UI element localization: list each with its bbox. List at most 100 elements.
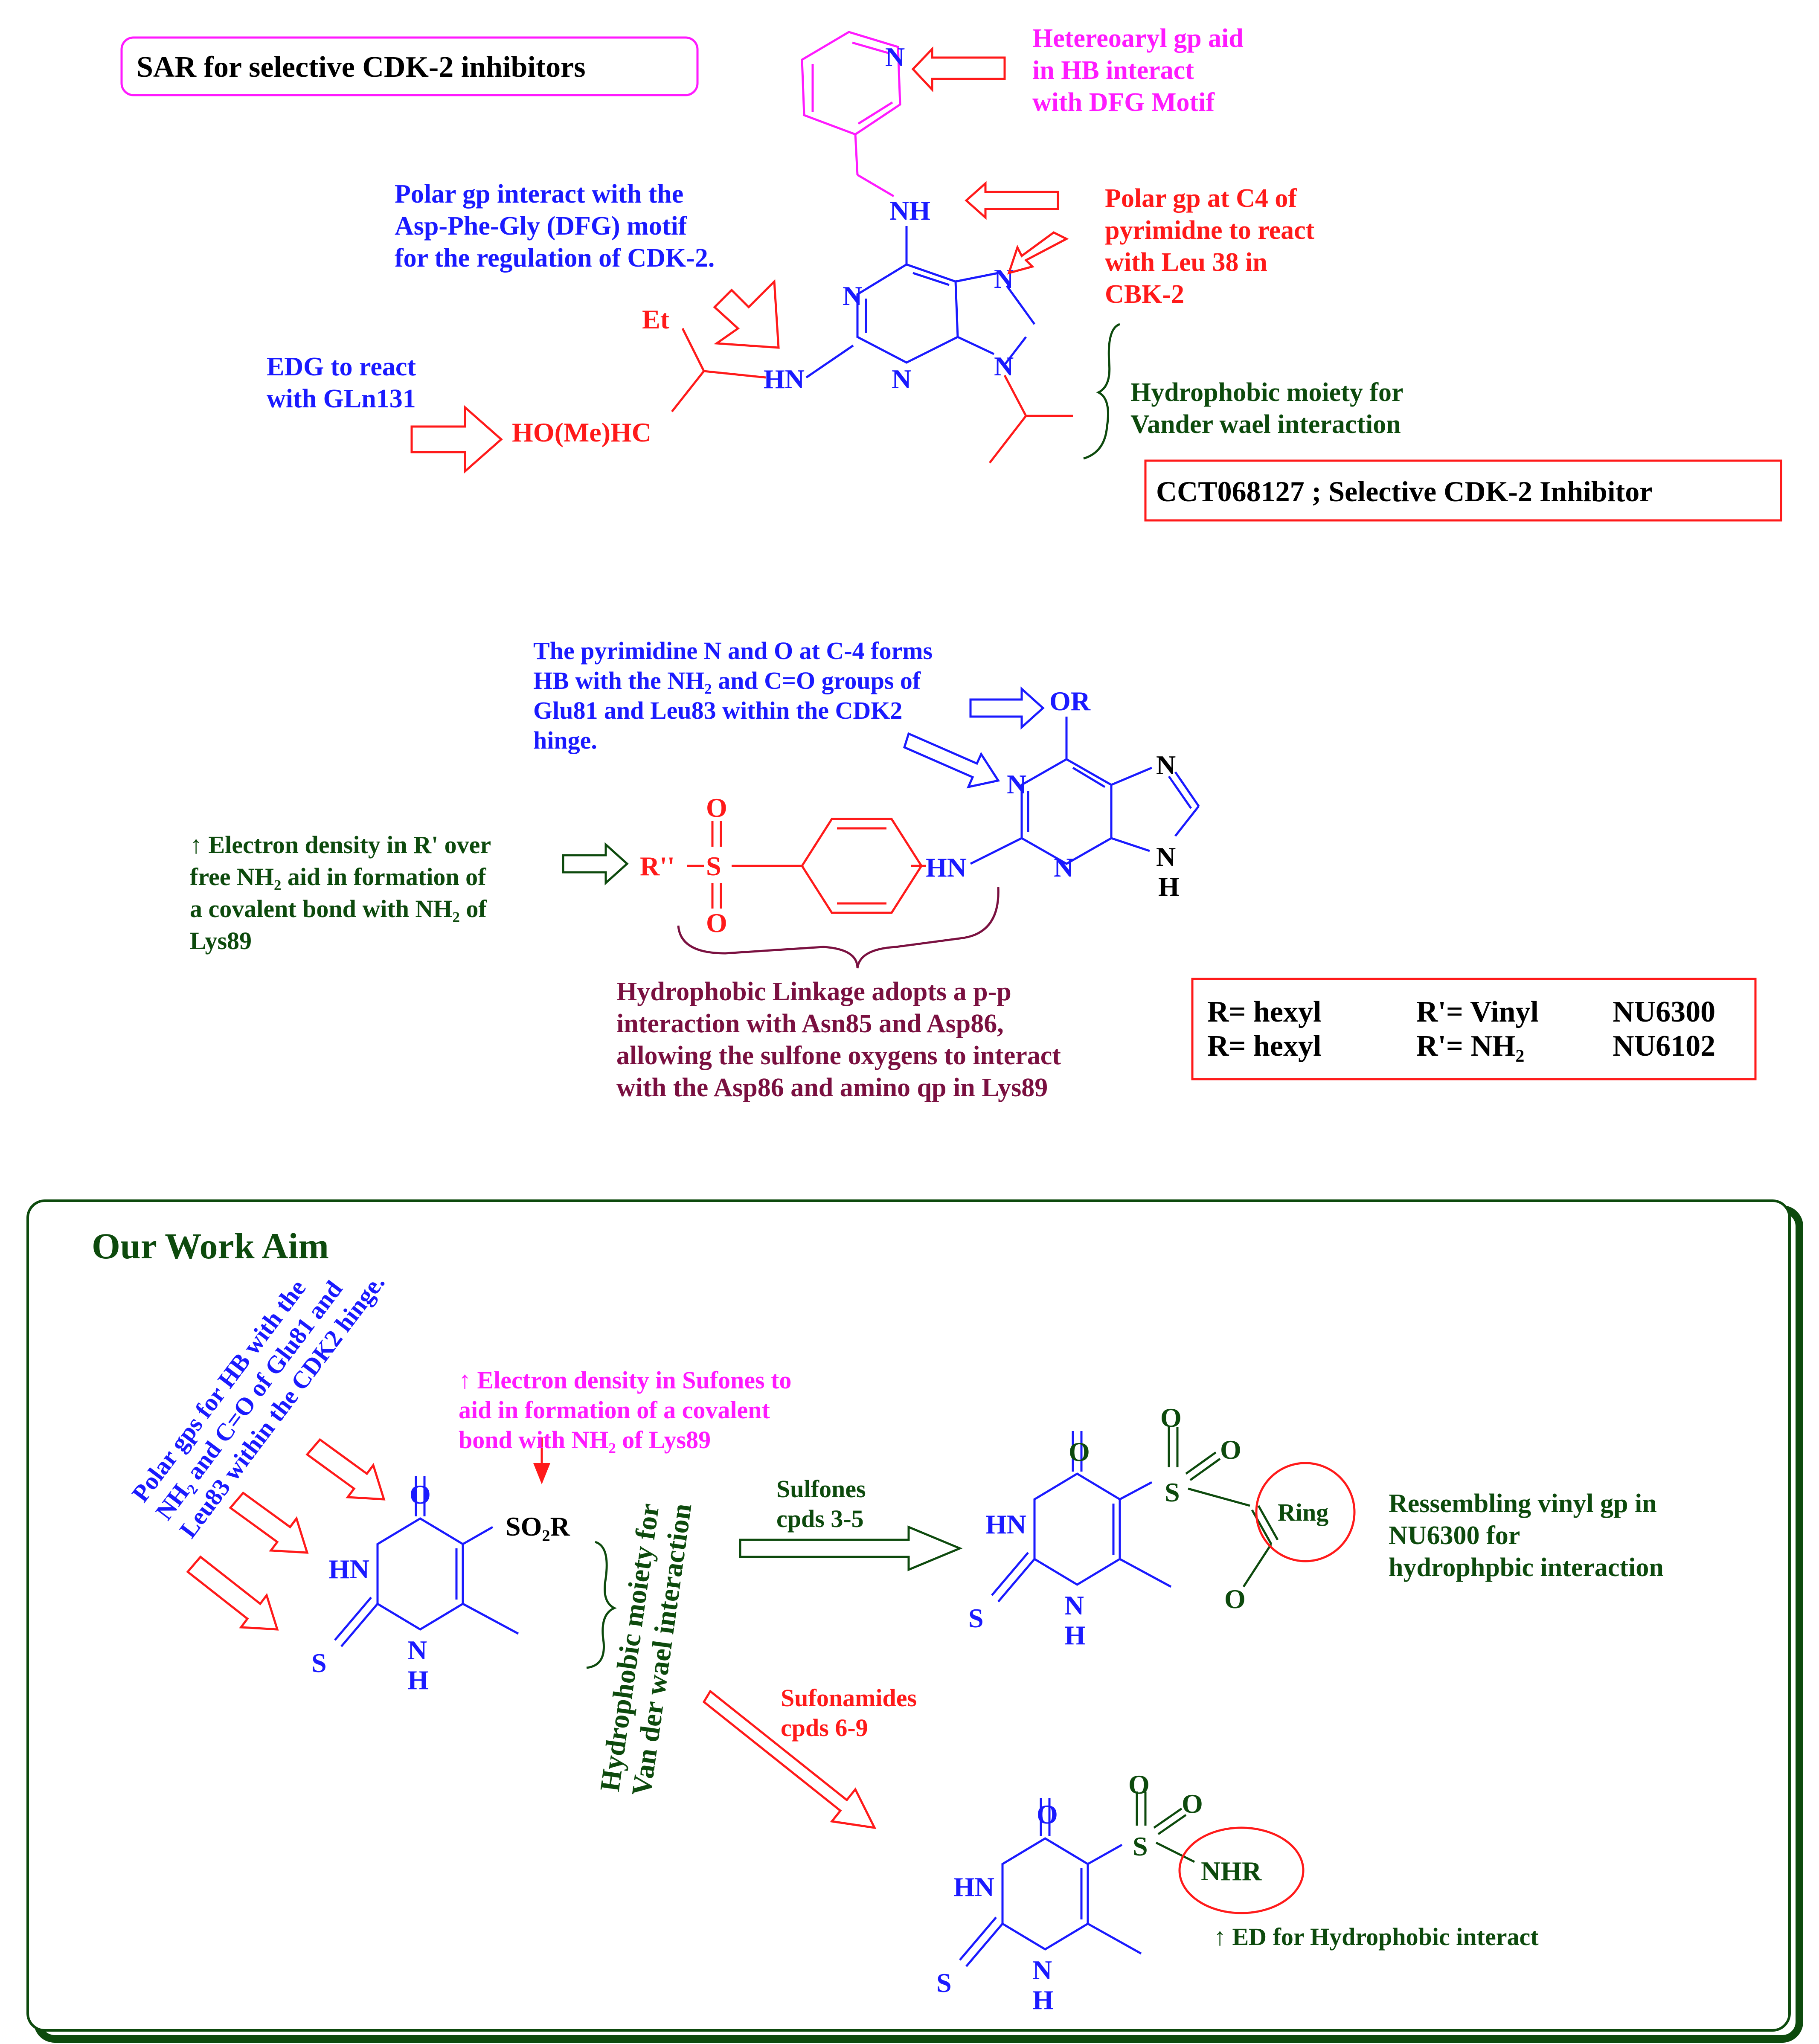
svg-text:Vander wael interaction: Vander wael interaction <box>1130 410 1401 439</box>
svg-text:R= hexyl: R= hexyl <box>1207 996 1321 1028</box>
ethyl-label: Et <box>642 304 670 334</box>
hydroxy-label: HO(Me)HC <box>512 417 651 447</box>
arrow-edg <box>410 405 503 474</box>
svg-text:free NH₂ aid in formation of: free NH₂ aid in formation of <box>190 863 486 891</box>
purine-n3: N <box>843 281 862 311</box>
aim-electron-note: ↑ Electron density in Sufones to aid in … <box>459 1366 791 1454</box>
mid-h9: H <box>1158 871 1180 902</box>
arrow-n7 <box>1007 231 1069 275</box>
svg-text:Sulfones: Sulfones <box>776 1475 866 1503</box>
sulfone-o2: O <box>1220 1434 1241 1465</box>
mid-n7: N <box>1156 750 1176 780</box>
sulfone-o-bottom: O <box>706 908 727 938</box>
linkage-note: Hydrophobic Linkage adopts a p-p interac… <box>616 977 1061 1102</box>
aim-pyrimidine-sulfonamide <box>959 1791 1195 1967</box>
sulfone-s: S <box>706 851 721 881</box>
sulfones-label: Sulfones cpds 3-5 <box>776 1475 866 1533</box>
arrow-pyrimidine <box>903 732 1000 789</box>
svg-text:hydrophpbic interaction: hydrophpbic interaction <box>1389 1553 1664 1582</box>
svg-text:with Leu 38 in: with Leu 38 in <box>1105 248 1267 277</box>
svg-text:CBK-2: CBK-2 <box>1105 280 1184 309</box>
linkage-brace <box>677 887 1000 969</box>
sulfone-ring-o: O <box>1069 1437 1090 1467</box>
sulfonamide-ring-s: S <box>936 1968 952 1998</box>
svg-text:Glu81 and Leu83 within the CDK: Glu81 and Leu83 within the CDK2 <box>533 697 902 724</box>
pyrimidine-note: The pyrimidine N and O at C-4 forms HB w… <box>533 637 933 754</box>
compound-table-row-1: R= hexyl R'= Vinyl NU6300 <box>1207 996 1715 1028</box>
r-prime-label: R'' <box>640 851 675 881</box>
svg-text:Polar gp interact with the: Polar gp interact with the <box>395 180 683 209</box>
svg-text:in HB interact: in HB interact <box>1032 56 1194 85</box>
compound-table-row-2: R= hexyl R'= NH₂ NU6102 <box>1207 1030 1715 1063</box>
svg-text:Asp-Phe-Gly (DFG) motif: Asp-Phe-Gly (DFG) motif <box>395 212 688 241</box>
aim-pyrimidine-sulfone <box>991 1427 1279 1603</box>
benzene-ring <box>687 818 926 914</box>
svg-text:a covalent bond with NH₂ of: a covalent bond with NH₂ of <box>190 895 487 923</box>
svg-text:Sufonamides: Sufonamides <box>781 1684 917 1712</box>
mid-n3: N <box>1054 852 1073 883</box>
sulfonamide-ring-n: N <box>1032 1955 1052 1985</box>
ring-label: Ring <box>1278 1498 1328 1526</box>
sulfone-ring-hn: HN <box>985 1509 1026 1539</box>
polar-c4-note: Polar gp at C4 of pyrimidne to react wit… <box>1105 184 1315 309</box>
svg-text:hinge.: hinge. <box>533 726 597 754</box>
aim-box <box>26 1199 1791 2032</box>
svg-text:Hydrophobic Linkage adopts a p: Hydrophobic Linkage adopts a p-p <box>616 977 1011 1006</box>
svg-text:R'= Vinyl: R'= Vinyl <box>1416 996 1539 1028</box>
pyridine-n: N <box>885 42 905 72</box>
left-hn: HN <box>328 1554 369 1584</box>
sulfone-o3: O <box>1224 1584 1246 1614</box>
svg-text:R= hexyl: R= hexyl <box>1207 1030 1321 1063</box>
electron-density-note: ↑ Electron density in R' over free NH₂ a… <box>190 831 491 955</box>
sulfonamide-s-atom: S <box>1133 1831 1148 1861</box>
svg-text:↑ Electron density in Sufones: ↑ Electron density in Sufones to <box>459 1366 791 1394</box>
mid-hn: HN <box>926 852 967 883</box>
svg-text:The pyrimidine N and O at C-4: The pyrimidine N and O at C-4 forms <box>533 637 933 665</box>
sulfonamide-o2: O <box>1182 1788 1203 1819</box>
svg-text:NU6102: NU6102 <box>1613 1030 1715 1063</box>
svg-text:Lys89: Lys89 <box>190 927 252 955</box>
svg-text:bond with NH₂ of Lys89: bond with NH₂ of Lys89 <box>459 1426 711 1454</box>
aim-brace <box>586 1541 617 1669</box>
amine-nh: NH <box>889 195 930 226</box>
heteroaryl-note: Hetereoaryl gp aid in HB interact with D… <box>1032 24 1244 117</box>
arrow-heteroaryl <box>911 46 1006 93</box>
svg-text:for the regulation of CDK-2.: for the regulation of CDK-2. <box>395 244 715 273</box>
svg-text:Ressembling vinyl gp in: Ressembling vinyl gp in <box>1389 1489 1657 1518</box>
left-s: S <box>311 1648 327 1678</box>
hydrophobic-note: Hydrophobic moiety for Vander wael inter… <box>1130 378 1403 439</box>
svg-text:allowing the sulfone oxygens t: allowing the sulfone oxygens to interact <box>616 1041 1061 1070</box>
sulfone-ring-h: H <box>1064 1620 1086 1650</box>
title-text: SAR for selective CDK-2 inhibitors <box>137 51 586 84</box>
compound-text: CCT068127 ; Selective CDK-2 Inhibitor <box>1156 475 1652 508</box>
title-box <box>120 36 699 96</box>
aim-title: Our Work Aim <box>92 1225 329 1266</box>
mid-n1: N <box>1007 769 1026 799</box>
purine-core <box>856 263 1073 464</box>
svg-text:interaction with Asn85 and Asp: interaction with Asn85 and Asp86, <box>616 1009 1004 1038</box>
svg-text:cpds 6-9: cpds 6-9 <box>781 1714 868 1742</box>
svg-text:NU6300 for: NU6300 for <box>1389 1521 1520 1550</box>
svg-text:EDG to react: EDG to react <box>267 352 416 381</box>
left-so2r: SO₂R <box>506 1511 570 1542</box>
aim-pyrimidine-left <box>334 1476 519 1647</box>
arrow-aim-1 <box>305 1438 386 1501</box>
sulfone-ring-s: S <box>968 1603 984 1633</box>
sulfonamides-label: Sufonamides cpds 6-9 <box>781 1684 917 1742</box>
svg-text:with DFG Motif: with DFG Motif <box>1032 88 1215 117</box>
svg-text:R'= NH₂: R'= NH₂ <box>1416 1030 1524 1063</box>
svg-text:HB with the NH₂ and C=O groups: HB with the NH₂ and C=O groups of <box>533 667 921 694</box>
arrow-aim-3 <box>186 1555 279 1631</box>
purine-n1: N <box>892 364 911 394</box>
svg-text:Polar gp at C4 of: Polar gp at C4 of <box>1105 184 1297 213</box>
mid-n9: N <box>1156 842 1176 872</box>
svg-text:with GLn131: with GLn131 <box>267 384 416 413</box>
ressembling-note: Ressembling vinyl gp in NU6300 for hydro… <box>1389 1489 1664 1582</box>
arrow-dfg <box>713 279 780 349</box>
polar-dfg-note: Polar gp interact with the Asp-Phe-Gly (… <box>395 180 715 273</box>
arrow-sulfonamides <box>702 1690 877 1829</box>
arrow-aim-2 <box>229 1491 309 1554</box>
sulfonamide-ring-hn: HN <box>953 1872 994 1902</box>
arrow-sulfones <box>739 1525 963 1571</box>
